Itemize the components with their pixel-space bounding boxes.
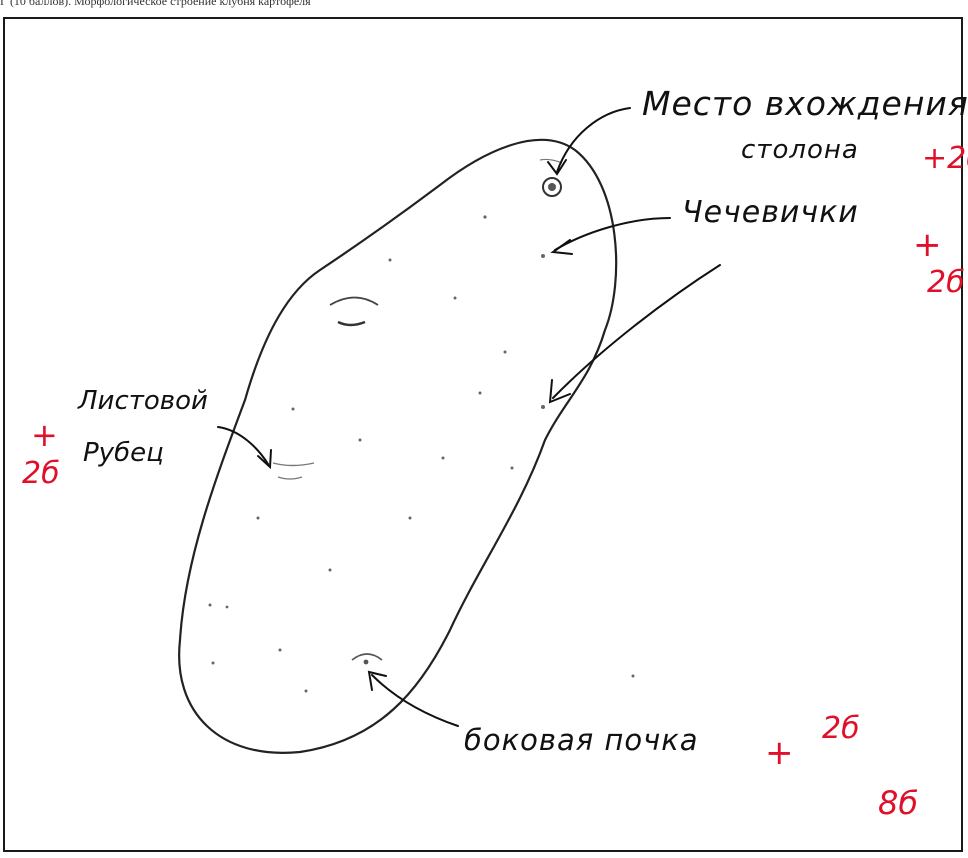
lenticel-dots: [209, 215, 635, 692]
grade-bud-score: 2б: [822, 714, 860, 744]
label-leaf-scar-line2: Рубец: [83, 440, 164, 466]
tuber-outline: [179, 140, 616, 753]
label-stolon-line1: Место вхождения: [642, 87, 968, 120]
eye-mark: [330, 298, 378, 306]
grade-leaf-score: 2б: [22, 459, 60, 489]
grade-leaf-plus: +: [31, 419, 58, 451]
arrow-stolon: [557, 108, 630, 172]
grade-lenticels-score: 2б: [927, 268, 965, 298]
grade-stolon: +2б: [922, 144, 968, 174]
arrow-lateral-bud: [372, 675, 458, 726]
grade-lenticels-plus: +: [913, 228, 942, 262]
label-leaf-scar-line1: Листовой: [78, 388, 208, 414]
grade-bud-plus: +: [765, 736, 794, 770]
arrow-lenticels-2: [553, 265, 720, 398]
label-lenticels: Чечевички: [682, 198, 859, 228]
grade-total: 8б: [878, 787, 918, 819]
lateral-bud-mark: [352, 654, 382, 660]
label-lateral-bud: боковая почка: [464, 726, 699, 755]
leaf-scar-mark: [273, 463, 314, 466]
label-stolon-line2: столона: [741, 137, 859, 163]
